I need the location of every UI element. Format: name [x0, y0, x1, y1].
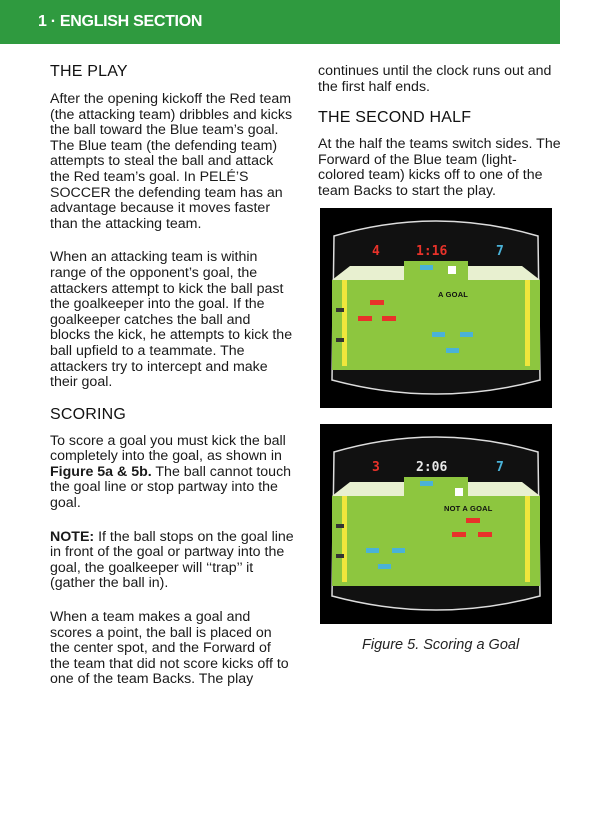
- game-clock: 2:06: [416, 460, 448, 475]
- figure-caption: Figure 5. Scoring a Goal: [362, 637, 520, 653]
- heading-second-half: THE SECOND HALF: [318, 109, 472, 127]
- goal-label: A GOAL: [438, 290, 469, 299]
- scoring-paragraph-2: When a team makes a goal and scores a po…: [50, 609, 289, 688]
- figure-reference: Figure 5a & 5b.: [50, 463, 152, 480]
- game-clock: 1:16: [416, 244, 448, 259]
- scoring-text-end: The ball cannot touch the goal line or s…: [50, 463, 292, 512]
- note-text: If the ball stops on the goal line in fr…: [50, 528, 294, 592]
- note-paragraph: NOTE: If the ball stops on the goal line…: [50, 528, 294, 592]
- play-paragraph-1: After the opening kickoff the Red team (…: [50, 91, 293, 232]
- second-half-paragraph: At the half the teams switch sides. The …: [318, 136, 561, 199]
- not-goal-label: NOT A GOAL: [444, 504, 493, 513]
- blue-team-score: 7: [496, 244, 504, 259]
- red-team-score: 3: [372, 460, 380, 475]
- heading-the-play: THE PLAY: [50, 63, 128, 80]
- figure-5a-screenshot: 4 1:16 7 A GOAL: [320, 208, 552, 408]
- section-header-title: 1 · ENGLISH SECTION: [38, 13, 203, 30]
- play-paragraph-2: When an attacking team is within range o…: [50, 249, 293, 391]
- left-column: THE PLAY After the opening kickoff the R…: [50, 62, 294, 688]
- section-header-bar: 1 · ENGLISH SECTION: [0, 0, 560, 44]
- red-team-score: 4: [372, 244, 380, 259]
- right-column: continues until the clock runs out and t…: [318, 63, 563, 200]
- scoring-paragraph-1: To score a goal you must kick the ball c…: [50, 432, 294, 512]
- blue-team-score: 7: [496, 460, 504, 475]
- scoring-text-start: To score a goal you must kick the ball c…: [50, 432, 286, 465]
- note-label: NOTE:: [50, 528, 95, 545]
- figure-5b-screenshot: 3 2:06 7 NOT A GOAL: [320, 424, 552, 624]
- heading-scoring: SCORING: [50, 405, 127, 423]
- figure-5a-field: [331, 220, 541, 395]
- figure-5b-field: [331, 436, 541, 611]
- play-continued-paragraph: continues until the clock runs out and t…: [318, 63, 552, 95]
